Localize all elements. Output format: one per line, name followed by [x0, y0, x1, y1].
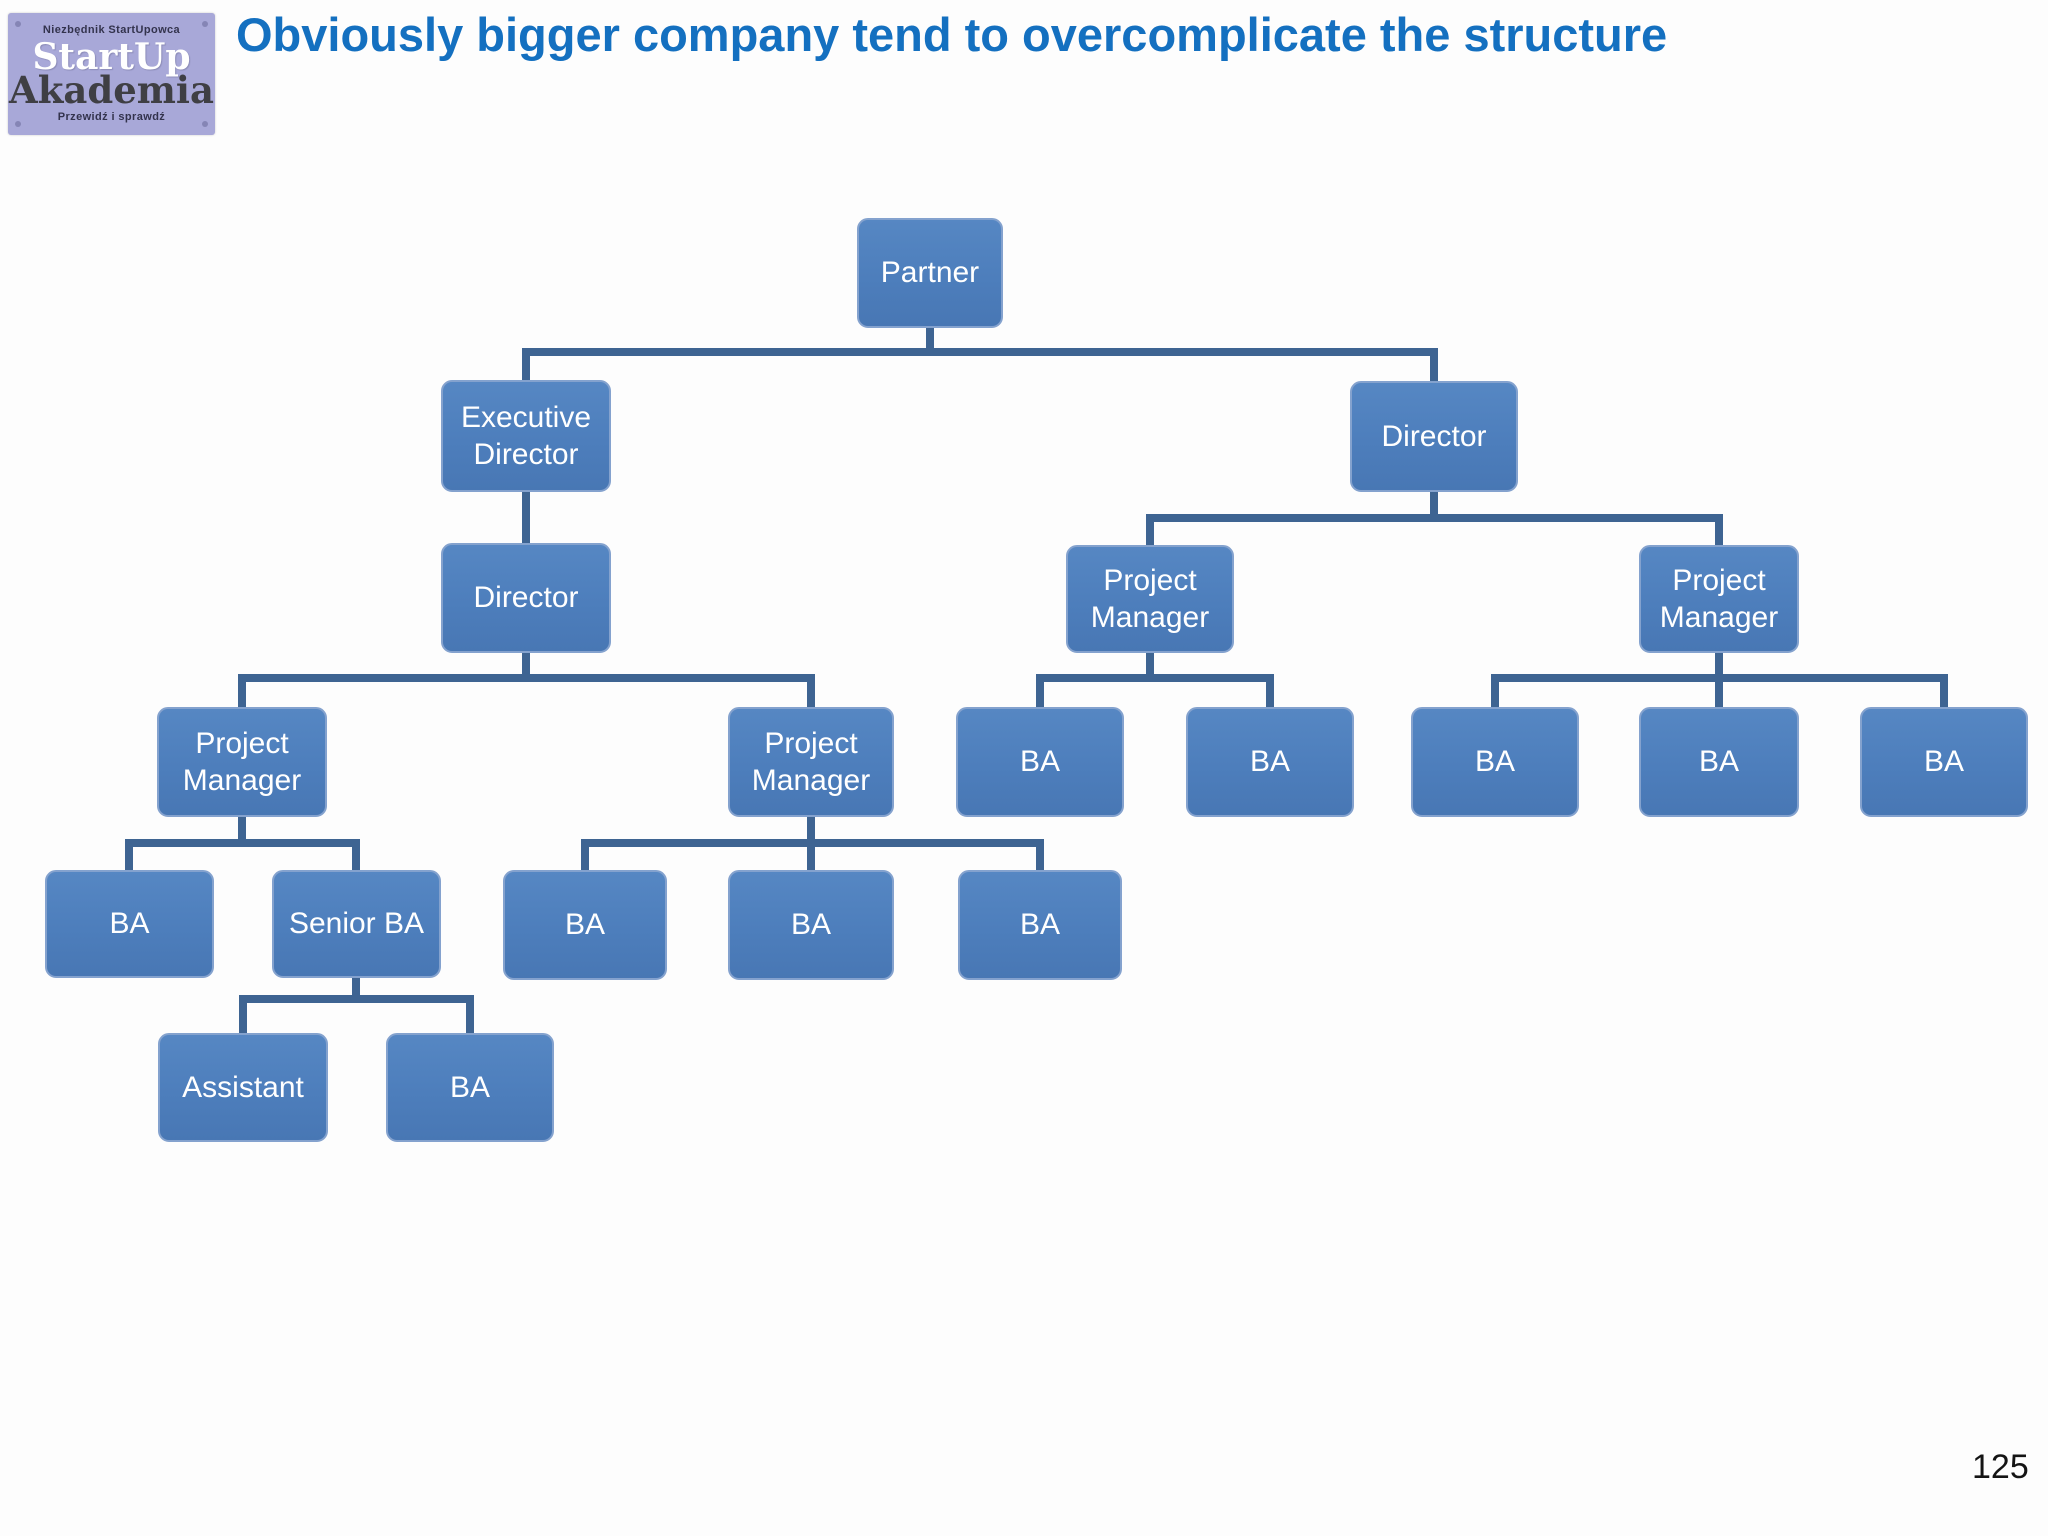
connector-v — [926, 327, 934, 356]
connector-v — [581, 839, 589, 870]
connector-v — [1266, 674, 1274, 707]
org-node-ba: BA — [503, 870, 667, 980]
org-node-partner: Partner — [857, 218, 1003, 328]
logo-title-startup: StartUp — [32, 36, 191, 79]
logo-screw-icon — [15, 21, 21, 27]
connector-v — [1940, 674, 1948, 707]
connector-v — [522, 492, 530, 543]
logo-screw-icon — [202, 121, 208, 127]
org-node-director-right: Director — [1350, 381, 1518, 492]
org-node-ba: BA — [956, 707, 1124, 817]
connector-v — [1430, 492, 1438, 522]
connector-h — [125, 839, 360, 847]
connector-v — [466, 995, 474, 1033]
connector-v — [1715, 653, 1723, 682]
org-node-project-manager: Project Manager — [1066, 545, 1234, 653]
page-number: 125 — [1972, 1448, 2029, 1486]
connector-h — [522, 348, 1438, 356]
org-node-ba: BA — [386, 1033, 554, 1142]
connector-h — [239, 995, 474, 1003]
connector-v — [1715, 514, 1723, 545]
org-node-assistant: Assistant — [158, 1033, 328, 1142]
connector-v — [1146, 514, 1154, 545]
connector-v — [238, 674, 246, 707]
org-node-director-left: Director — [441, 543, 611, 653]
org-node-project-manager: Project Manager — [728, 707, 894, 817]
org-node-executive-director: Executive Director — [441, 380, 611, 492]
connector-h — [1036, 674, 1274, 682]
logo-tagline-bottom: Przewidź i sprawdź — [57, 110, 166, 123]
org-node-ba: BA — [958, 870, 1122, 980]
slide-title: Obviously bigger company tend to overcom… — [236, 8, 1668, 61]
logo-tagline-top: Niezbędnik StartUpowca — [42, 24, 181, 37]
org-node-project-manager: Project Manager — [1639, 545, 1799, 653]
org-node-ba: BA — [1639, 707, 1799, 817]
connector-h — [1146, 514, 1723, 522]
connector-v — [1036, 839, 1044, 870]
org-node-ba: BA — [728, 870, 894, 980]
connector-v — [1715, 674, 1723, 707]
connector-v — [1491, 674, 1499, 707]
connector-v — [238, 817, 246, 847]
connector-v — [125, 839, 133, 870]
org-node-ba: BA — [1411, 707, 1579, 817]
org-node-ba: BA — [45, 870, 214, 978]
org-node-ba: BA — [1186, 707, 1354, 817]
connector-v — [239, 995, 247, 1033]
logo-screw-icon — [15, 121, 21, 127]
startup-akademia-logo: Niezbędnik StartUpowca StartUp Akademia … — [8, 13, 215, 135]
org-node-project-manager: Project Manager — [157, 707, 327, 817]
logo-title-akademia: Akademia — [9, 67, 214, 112]
connector-h — [238, 674, 815, 682]
connector-v — [352, 839, 360, 870]
connector-v — [522, 653, 530, 682]
connector-v — [807, 674, 815, 707]
connector-v — [1430, 348, 1438, 381]
org-node-senior-ba: Senior BA — [272, 870, 441, 978]
logo-screw-icon — [202, 21, 208, 27]
connector-v — [807, 839, 815, 870]
connector-v — [1146, 653, 1154, 682]
connector-v — [352, 978, 360, 1003]
connector-v — [807, 817, 815, 847]
connector-v — [522, 348, 530, 380]
connector-v — [1036, 674, 1044, 707]
org-node-ba: BA — [1860, 707, 2028, 817]
